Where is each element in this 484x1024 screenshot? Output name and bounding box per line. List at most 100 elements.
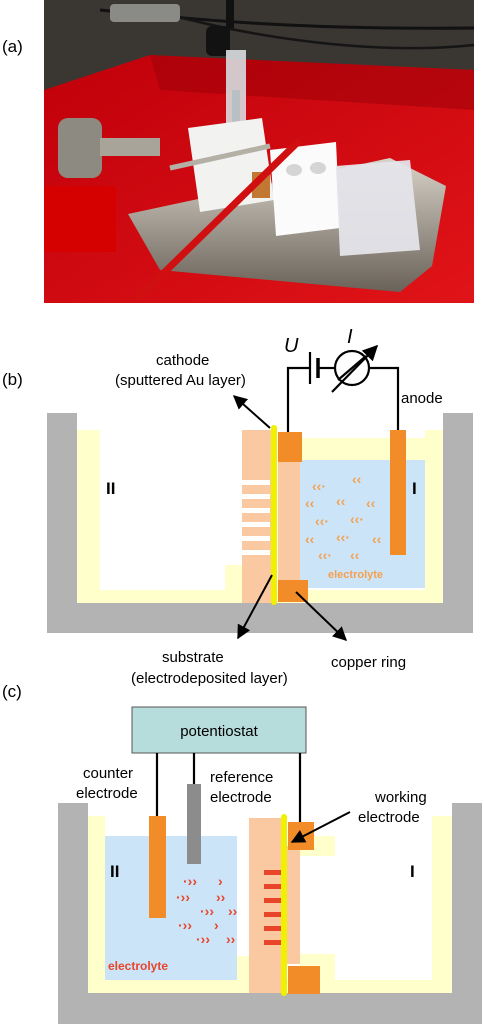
channel-4 (242, 522, 270, 527)
potentiostat-box (131, 706, 307, 754)
red-probe-rod (133, 137, 303, 303)
steel-probe (169, 143, 271, 171)
potentiostat-label: potentiostat (180, 723, 258, 740)
ion-arrow: › (214, 917, 219, 933)
cathode-label-2: (sputtered Au layer) (115, 372, 246, 389)
insulator-right-top-b (300, 438, 425, 460)
current-label: I (347, 326, 353, 348)
ion-arrow: ‹‹· (318, 547, 332, 563)
voltage-label: U (284, 335, 299, 357)
variable-arrow (331, 344, 379, 393)
cathode-label-1: cathode (156, 352, 209, 369)
wire-left (286, 366, 310, 432)
copper-ring-top-b (278, 432, 302, 462)
wires-c (155, 753, 302, 822)
mid-block-hole-1 (286, 164, 302, 176)
deposit-bars-c (264, 870, 282, 945)
working-contact-top-c (288, 822, 314, 850)
deposit-bar-2 (264, 884, 282, 889)
counter-label-2: electrode (76, 785, 138, 802)
substrate-block-right-c (286, 846, 300, 964)
right-chamber-c (335, 836, 432, 980)
electrolyte-label-b: electrolyte (328, 569, 383, 581)
ion-arrow: ‹‹· (336, 529, 350, 545)
panel-c: (c) potentiostat counter (2, 682, 482, 1024)
insulator-left-inner-b (100, 430, 225, 590)
deposit-bar-1 (264, 870, 282, 875)
panel-c-label: (c) (2, 682, 22, 701)
translucent-block (336, 160, 420, 256)
ammeter-circle (333, 349, 371, 387)
ion-arrow: › (218, 873, 223, 889)
electrolyte-label-c: electrolyte (108, 959, 168, 973)
channel-3 (242, 508, 270, 513)
channel-1 (242, 480, 270, 485)
ion-arrow: ·›› (176, 889, 190, 905)
apparatus-photo (44, 0, 475, 303)
chamber-ii-label-b: II (106, 479, 115, 498)
substrate-pointer (237, 574, 273, 640)
channel-6 (242, 550, 270, 555)
chamber-i-label-c: I (410, 862, 415, 881)
ion-arrow: ‹‹ (372, 531, 382, 547)
substrate-block-right-b (278, 460, 300, 588)
ion-arrow: ‹‹ (305, 531, 315, 547)
electrolyte-region-c (105, 836, 237, 980)
panel-b-label: (b) (2, 370, 23, 389)
micrometer-shaft (100, 138, 160, 156)
panel-b: (b) U (2, 326, 473, 687)
chamber-ii-label-c: II (110, 862, 119, 881)
bnc-connector (110, 4, 180, 22)
redaction-block (44, 186, 116, 252)
reference-label-1: reference (210, 769, 273, 786)
ion-arrow: ›› (228, 903, 238, 919)
working-pointer (290, 811, 351, 843)
top-stand-rod (226, 0, 234, 28)
working-label-1: working (374, 789, 427, 806)
chamber-i-label-b: I (412, 479, 417, 498)
mid-block-hole-2 (310, 162, 326, 174)
anode-electrode-b (390, 430, 406, 555)
ion-arrow: ›› (226, 931, 236, 947)
ion-arrow: ‹‹ (336, 493, 346, 509)
insulator-step-c (237, 956, 249, 980)
panel-a-label: (a) (2, 37, 23, 56)
substrate-label-2: (electrodeposited layer) (131, 670, 288, 687)
working-contact-bottom-c (288, 966, 320, 994)
cable-2 (159, 10, 475, 50)
channel-2 (242, 494, 270, 499)
ion-arrow: ‹‹ (305, 495, 315, 511)
ion-arrow: ‹‹· (312, 478, 326, 494)
wire-meter-right (370, 366, 400, 430)
black-clamp (206, 26, 230, 56)
reference-label-2: electrode (210, 789, 272, 806)
ion-arrow: ‹‹ (352, 471, 362, 487)
ion-arrow: ‹‹ (366, 495, 376, 511)
cell-wall-c (58, 803, 482, 1024)
cell-wall-b (47, 413, 473, 633)
ion-arrow: ·›› (183, 873, 197, 889)
deposit-bar-6 (264, 940, 282, 945)
ion-arrow: ·›› (200, 903, 214, 919)
micrometer-knob (58, 118, 102, 178)
ion-arrow: ‹‹· (350, 511, 364, 527)
substrate-channels-b (242, 480, 270, 555)
substrate-label-1: substrate (162, 649, 224, 666)
insulator-left-step-b (225, 565, 242, 590)
substrate-block-b (242, 430, 272, 603)
ion-arrow: ‹‹· (315, 513, 329, 529)
ion-arrow: ›› (216, 889, 226, 905)
ion-arrow: ·›› (178, 917, 192, 933)
circuit-b (286, 344, 400, 432)
anode-label: anode (401, 390, 443, 407)
deposit-bar-4 (264, 912, 282, 917)
ammeter-slash (337, 355, 367, 381)
copper-ring-label: copper ring (331, 654, 406, 671)
counter-label-1: counter (83, 765, 133, 782)
ion-arrow: ·›› (196, 931, 210, 947)
counter-electrode-c (149, 816, 166, 918)
cathode-pointer (232, 395, 271, 429)
substrate-block-c (249, 818, 281, 993)
gold-layer-b (271, 425, 277, 605)
